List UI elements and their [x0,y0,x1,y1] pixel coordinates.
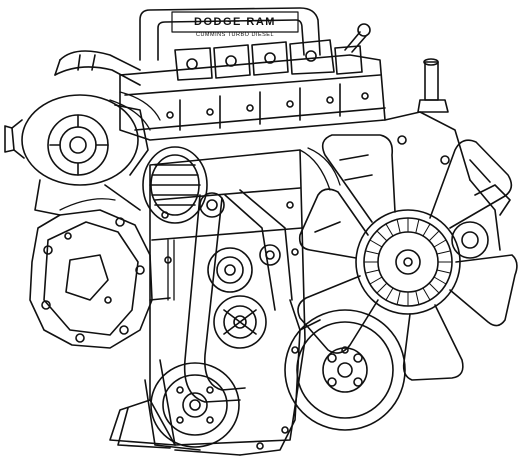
brand-lettering: DODGE RAM [194,16,276,28]
crankshaft-damper [284,309,406,431]
turbocharger [4,50,149,216]
hoses-and-lines [59,91,341,301]
alternator [142,146,225,224]
cylinder-head [119,39,386,141]
bell-housing [29,209,153,349]
brand-sublettering: CUMMINS TURBO DIESEL [196,32,274,38]
ac-compressor [144,362,240,451]
serpentine-belt [183,189,293,403]
front-cover [174,299,321,456]
fan-clutch [355,209,461,315]
water-pump-housing [384,111,511,259]
pulleys [207,244,281,349]
oil-fill-tube [344,23,449,113]
intake-pipe: DODGE RAM CUMMINS TURBO DIESEL [139,7,321,61]
